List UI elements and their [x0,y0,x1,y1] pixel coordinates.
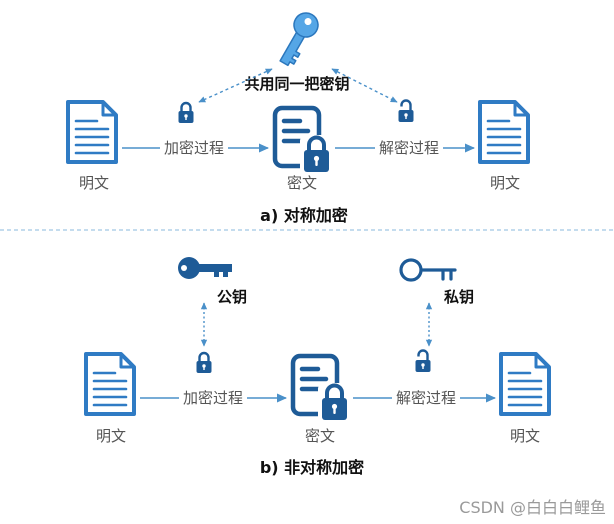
locked-document-icon [293,356,351,424]
plaintext-result-document-icon [499,352,551,416]
shared-key-label: 共用同一把密钥 [244,75,349,93]
key-to-encrypt-dashed-arrow [198,68,273,103]
encrypt-label: 加密过程 [164,139,224,157]
public-key-label: 公钥 [217,288,247,306]
plaintext-document-icon [66,100,118,164]
plaintext-source-label: 明文 [79,174,109,192]
unlock-icon [414,349,432,373]
lock-icon [195,351,213,374]
decrypt-label: 解密过程 [379,139,439,157]
plaintext-result-document-icon [478,100,530,164]
lock-icon [177,101,195,124]
public-key-icon [178,257,232,279]
key-icon [279,12,319,67]
locked-document-icon [275,108,333,176]
key-to-decrypt-dashed-arrow [331,68,398,103]
asymmetric-section: 公钥 私钥 明文 加密过程 密文 解密过程 明文 b) 非对称加密 [84,257,551,477]
encrypt-label: 加密过程 [183,389,243,407]
plaintext-source-label: 明文 [96,427,126,445]
private-key-icon [399,258,457,282]
plaintext-document-icon [84,352,136,416]
ciphertext-label: 密文 [287,174,317,192]
private-key-label: 私钥 [443,288,474,306]
watermark: CSDN @白白白鲤鱼 [459,498,606,517]
decrypt-label: 解密过程 [396,389,456,407]
plaintext-result-label: 明文 [510,427,540,445]
asymmetric-caption: b) 非对称加密 [260,458,364,477]
ciphertext-label: 密文 [305,427,335,445]
symmetric-section: 共用同一把密钥 明文 加密过程 密文 解密过程 明文 a) 对称加密 [66,12,530,225]
plaintext-result-label: 明文 [490,174,520,192]
symmetric-caption: a) 对称加密 [260,206,348,225]
unlock-icon [397,99,415,123]
